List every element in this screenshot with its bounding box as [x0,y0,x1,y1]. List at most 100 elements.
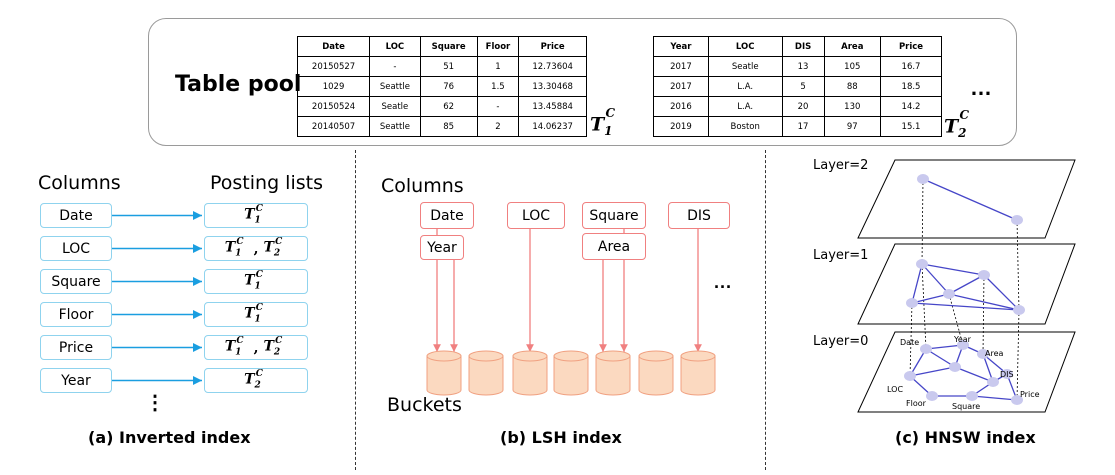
table-1-label-sup: C [605,106,616,120]
table-1-header-cell: Square [419,36,478,57]
hnsw-edge [971,395,1018,401]
hnsw-diagram [857,159,1076,413]
posting-ref-sub: 2 [273,347,281,358]
posting-table-ref: T2C [263,236,287,259]
posting-ref-sup: C [275,335,283,346]
hnsw-edge [911,302,1020,311]
table-1-cell: 85 [419,116,478,137]
table-1-cell: - [476,96,520,117]
hnsw-node [943,289,955,299]
lsh-column-date: Date [420,202,474,229]
hnsw-node-label-square: Square [952,402,981,411]
inverted-column-price: Price [40,335,112,360]
hnsw-node [1011,395,1023,405]
table-2-cell: 15.1 [880,116,942,137]
table-2-cell: 13 [781,56,825,77]
table-2-cell: 130 [823,96,882,117]
hnsw-edge [921,263,950,295]
table-2-cell: 2016 [653,96,709,117]
hnsw-node-label-loc: LOC [887,385,904,394]
inverted-column-year: Year [40,368,112,393]
table-1-label: T1C [590,106,622,138]
posting-ref-sub: 2 [273,248,281,259]
hnsw-edge [911,293,950,304]
layer-2-label: Layer=2 [813,158,869,173]
posting-table-ref: T2C [263,335,287,358]
table-2-cell: 2019 [653,116,709,137]
table-1-cell: 76 [419,76,478,97]
posting-ref-sub: 1 [235,347,242,358]
lsh-more-icon: ··· [714,277,732,297]
hnsw-node [949,362,961,372]
table-2-cell: L.A. [707,96,783,117]
table-1-cell: 20150524 [296,96,371,117]
inverted-column-loc: LOC [40,236,112,261]
inverted-more-icon: ⋮ [145,392,165,414]
hnsw-node [987,377,999,387]
hnsw-node [977,349,989,359]
table-2-cell: 16.7 [880,56,942,77]
posting-table-ref: T1C [244,303,268,325]
hnsw-layer-link [982,274,985,355]
hnsw-edge [983,274,1020,311]
inverted-column-floor: Floor [40,302,112,327]
hnsw-node [904,371,916,381]
table-2-label: T2C [944,108,976,140]
table-1-cell: 51 [419,56,478,77]
lsh-column-loc: LOC [507,202,565,229]
table-1-cell: 14.06237 [518,116,587,137]
posting-ref-sup: C [255,269,263,280]
layer-0-label: Layer=0 [813,334,869,349]
lsh-column-year: Year [420,235,464,260]
divider-right [765,150,766,470]
table-1-cell: 1 [476,56,520,77]
table-2-cell: 17 [781,116,825,137]
bucket-icon [426,350,462,396]
table-1-cell: Seattle [369,76,421,97]
posting-ref-base: T [224,239,236,256]
table-2-cell: 97 [823,116,882,137]
hnsw-node [926,391,938,401]
hnsw-node-label-year: Year [954,335,971,344]
hnsw-node [917,174,929,184]
posting-ref-sup: C [236,236,244,247]
table-2-cell: 5 [781,76,825,97]
hnsw-edge [921,263,985,276]
hnsw-node [906,298,918,308]
hnsw-node-label-date: Date [900,338,920,347]
table-2-header-cell: LOC [707,36,783,57]
hnsw-edge [925,344,964,350]
hnsw-node [916,259,928,269]
posting-ref-sub: 1 [254,314,261,325]
table-1-cell: 2 [476,116,520,137]
inverted-caption: (a) Inverted index [88,428,251,447]
hnsw-node [1013,305,1025,315]
posting-ref-sub: 1 [254,281,261,292]
inverted-column-square: Square [40,269,112,294]
posting-separator: , [253,240,259,257]
table-1-cell: 20140507 [296,116,371,137]
hnsw-node [920,344,932,354]
lsh-buckets-title: Buckets [387,394,462,416]
posting-ref-base: T [224,338,236,355]
posting-table-ref: T1C [224,236,249,258]
table-pool-title: Table pool [175,72,302,97]
posting-list-loc: T1C,T2C [204,236,308,261]
posting-ref-sup: C [255,203,263,214]
table-1-label-base: T [590,113,605,136]
hnsw-node [1011,215,1023,225]
lsh-caption: (b) LSH index [500,428,622,447]
posting-ref-sup: C [275,236,283,247]
posting-table-ref: T1C [224,336,249,358]
table-1-cell: 1.5 [476,76,520,97]
lsh-column-area: Area [582,233,646,260]
table-1-cell: 13.30468 [518,76,587,97]
table-pool-ellipsis: … [970,75,992,100]
posting-list-square: T1C [204,269,308,294]
posting-ref-base: T [263,338,274,355]
